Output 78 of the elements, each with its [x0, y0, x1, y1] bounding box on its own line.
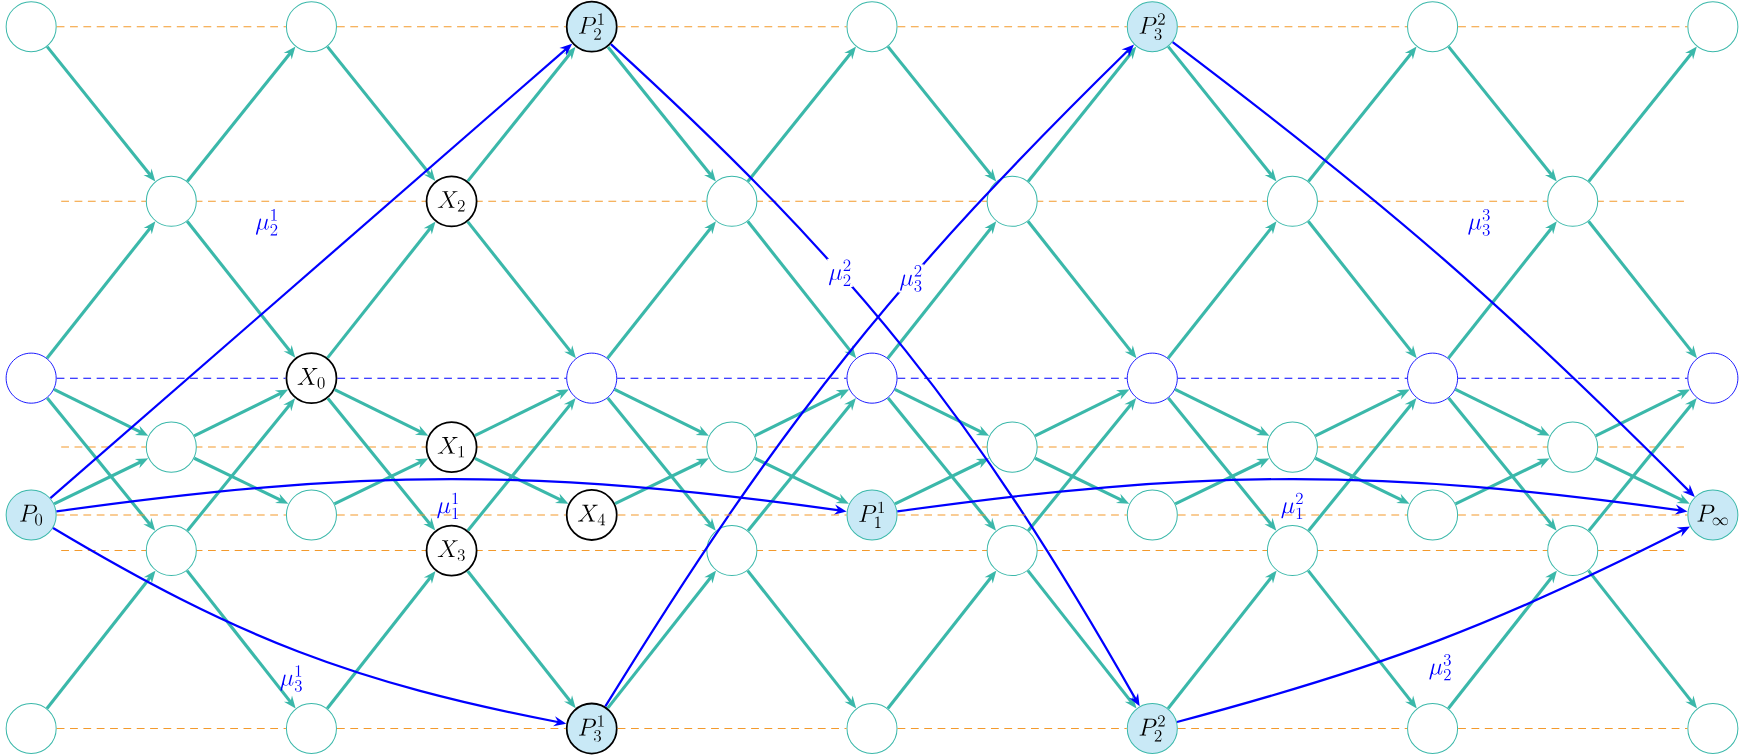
state-circle [1407, 1, 1459, 53]
dashed-line [617, 514, 847, 516]
dashed-line [56, 727, 287, 729]
state-circle [1547, 175, 1599, 227]
state-circle [1407, 702, 1459, 754]
state-circle [285, 702, 337, 754]
state-circle [1407, 489, 1459, 541]
dashed-line [56, 26, 287, 28]
dashed-line [56, 377, 287, 379]
edge-label: $\mu_3^3$ [1468, 208, 1490, 236]
dashed-line [897, 377, 1128, 379]
edge-label: $\mu_1^1$ [437, 492, 458, 519]
state-circle [1126, 489, 1178, 541]
edge-label: $\mu_2^2$ [827, 258, 853, 287]
state-circle [1547, 421, 1599, 473]
state-node: $X_1$ [425, 421, 478, 473]
state-circle [566, 352, 618, 404]
state-circle [1687, 352, 1739, 404]
state-circle [1266, 175, 1318, 227]
dashed-line [56, 514, 287, 516]
state-node: $P_3^2$ [1126, 1, 1178, 53]
edge-label: $\mu_2^1$ [255, 208, 278, 236]
dashed-line [897, 514, 1128, 516]
dashed-line [616, 377, 848, 379]
state-circle [846, 702, 898, 754]
state-circle [986, 524, 1038, 576]
dashed-line [1177, 377, 1408, 379]
dashed-line [617, 727, 847, 729]
dashed-line [1457, 727, 1688, 729]
dashed-line [897, 727, 1128, 729]
state-circle [986, 421, 1038, 473]
state-circle [846, 1, 898, 53]
state-circle [1547, 524, 1599, 576]
dashed-line [1177, 514, 1408, 516]
state-node: $X_2$ [425, 175, 478, 228]
state-node: $P_1^1$ [846, 489, 898, 541]
state-node: $P_\infty$ [1687, 489, 1739, 541]
state-node: $X_4$ [565, 488, 618, 541]
state-circle [846, 352, 898, 404]
dashed-line [1457, 377, 1688, 379]
dashed-line [1457, 26, 1688, 28]
state-circle [145, 175, 197, 227]
state-circle [706, 175, 758, 227]
state-node: $P_2^1$ [565, 0, 618, 53]
dashed-line [336, 727, 567, 729]
state-circle [1266, 524, 1318, 576]
dashed-line [1457, 514, 1688, 516]
dashed-line [1177, 26, 1408, 28]
dashed-line [336, 514, 567, 516]
state-circle [1687, 702, 1739, 754]
dashed-line [897, 26, 1128, 28]
state-node: $P_2^2$ [1126, 702, 1178, 754]
edge-label: $\mu_1^2$ [1281, 492, 1303, 519]
state-circle [1126, 352, 1178, 404]
dashed-line [336, 377, 567, 379]
edge-label: $\mu_2^3$ [1429, 653, 1451, 681]
state-circle [1407, 352, 1459, 404]
dashed-line [1177, 727, 1408, 729]
state-circle [285, 489, 337, 541]
edge-label: $\mu_3^2$ [898, 264, 924, 293]
state-node: $X_3$ [425, 524, 478, 577]
state-circle [145, 421, 197, 473]
dashed-line [336, 26, 567, 28]
state-circle [285, 1, 337, 53]
state-circle [5, 702, 57, 754]
state-node: $P_0$ [5, 489, 57, 541]
state-node: $X_0$ [285, 352, 338, 404]
state-circle [1266, 421, 1318, 473]
dashed-line [617, 26, 847, 28]
state-circle [145, 524, 197, 576]
state-circle [706, 524, 758, 576]
state-circle [706, 421, 758, 473]
edge-label: $\mu_3^1$ [280, 664, 302, 692]
state-node: $P_3^1$ [565, 702, 618, 755]
state-circle [1687, 1, 1739, 53]
state-circle [5, 1, 57, 53]
state-circle [5, 352, 57, 404]
state-circle [986, 175, 1038, 227]
